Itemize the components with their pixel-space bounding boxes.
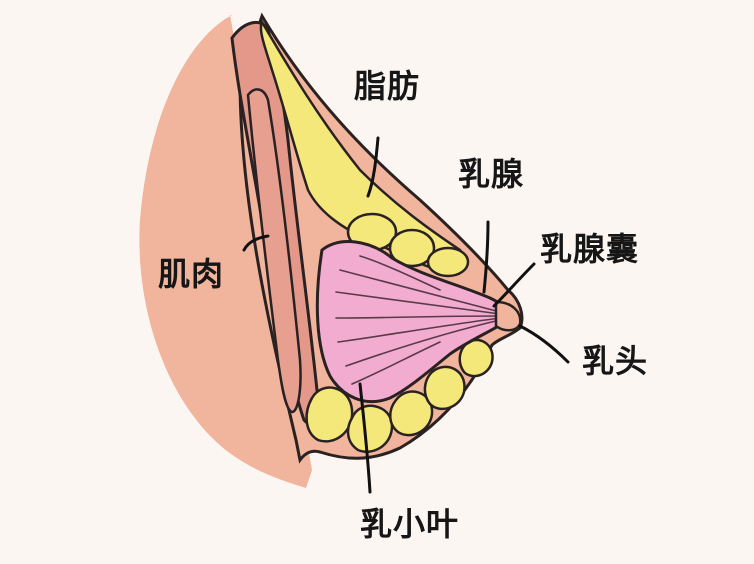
label-lobule: 乳小叶 [360, 505, 460, 543]
leader-nipple [518, 324, 570, 364]
leader-lobule [358, 382, 372, 494]
skin-shape [139, 15, 312, 488]
label-nipple: 乳头 [582, 342, 649, 380]
nipple-shape [494, 300, 522, 332]
leader-duct-sac [492, 262, 536, 308]
gland-ducts [335, 255, 501, 385]
fat-lobules-lower [305, 338, 494, 453]
leader-gland [482, 220, 490, 294]
leader-fat [366, 136, 380, 198]
muscle-band-inner [246, 88, 302, 414]
leader-lines [242, 136, 570, 494]
leader-muscle [242, 234, 270, 252]
label-duct-sac: 乳腺囊 [540, 230, 640, 268]
gland-tissue [315, 240, 510, 404]
label-muscle: 肌肉 [158, 255, 225, 293]
label-fat: 脂肪 [354, 67, 421, 105]
label-gland: 乳腺 [458, 155, 525, 193]
